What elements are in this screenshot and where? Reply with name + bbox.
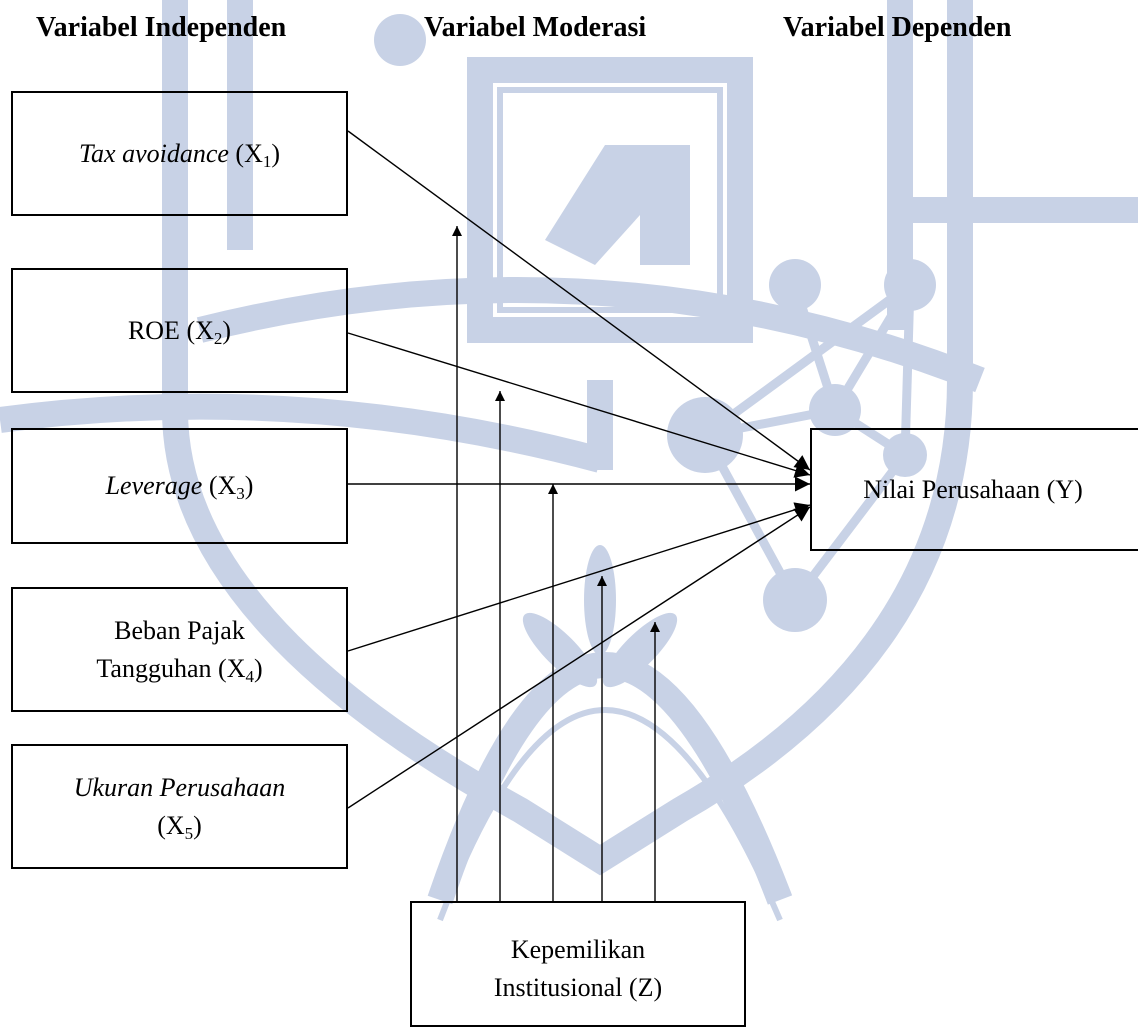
box-roe: ROE (X2) <box>11 268 348 393</box>
x3-name: Leverage <box>105 471 203 501</box>
arrow-x1-to-y <box>347 130 811 471</box>
header-moderation-variable: Variabel Moderasi <box>424 12 647 43</box>
x2-symbol: X <box>195 315 214 345</box>
z-line2: Institusional (Z) <box>493 972 663 1002</box>
x4-symbol: X <box>226 653 246 683</box>
arrow-x2-to-y <box>347 332 811 478</box>
arrow-x5-to-y <box>347 506 811 809</box>
x1-name: Tax avoidance <box>78 138 229 168</box>
box-firm-size: Ukuran Perusahaan (X5) <box>11 744 348 869</box>
y-label: Nilai Perusahaan (Y) <box>863 474 1083 504</box>
box-firm-value: Nilai Perusahaan (Y) <box>810 428 1138 551</box>
box-tax-avoidance: Tax avoidance (X1) <box>11 91 348 216</box>
x3-subscript: 3 <box>236 484 245 504</box>
x5-subscript: 5 <box>184 823 194 843</box>
z-line1: Kepemilikan <box>510 935 646 964</box>
arrow-x4-to-y <box>347 502 811 652</box>
x5-name: Ukuran Perusahaan <box>73 772 286 802</box>
x3-symbol: X <box>217 471 237 501</box>
x2-subscript: 2 <box>213 328 223 348</box>
x4-line1: Beban Pajak <box>114 615 245 645</box>
x5-symbol: X <box>165 810 185 840</box>
box-leverage: Leverage (X3) <box>11 428 348 544</box>
box-deferred-tax-expense: Beban Pajak Tangguhan (X4) <box>11 587 348 712</box>
x2-name: ROE <box>127 315 180 345</box>
x1-subscript: 1 <box>262 151 272 171</box>
header-independent-variables: Variabel Independen <box>36 12 287 43</box>
x4-line2: Tangguhan <box>96 653 212 683</box>
header-dependent-variable: Variabel Dependen <box>783 12 1012 43</box>
x4-subscript: 4 <box>245 666 254 686</box>
x1-symbol: X <box>244 138 263 168</box>
